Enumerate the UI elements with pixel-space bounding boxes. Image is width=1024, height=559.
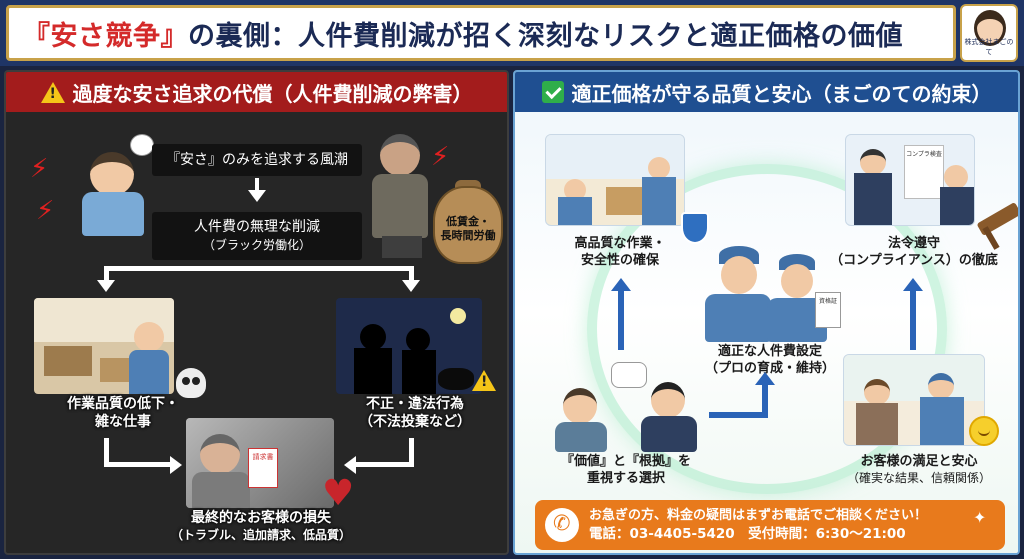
title-accent: 『安さ競争』 — [23, 20, 188, 52]
value-choice-line1: 『価値』と『根拠』を — [560, 454, 691, 469]
illegal-dumping-illustration — [336, 298, 482, 394]
professional-workers-illustration: 資格証 — [695, 242, 845, 342]
cost-cut-box: 人件費の無理な削減 （ブラック労働化） — [152, 212, 362, 260]
consultation-illustration — [555, 362, 705, 452]
invoice-paper: 請求書 — [248, 448, 278, 488]
warning-icon — [40, 81, 65, 103]
customer-loss-label: 最終的なお客様の損失 （トラブル、追加請求、低品質） — [156, 510, 366, 543]
quality-line2: 安全性の確保 — [580, 252, 659, 268]
broken-heart-icon: ♥ — [322, 473, 355, 514]
mascot-icon — [974, 10, 1006, 46]
speech-bubble-icon — [611, 362, 647, 388]
money-bag-line1: 低賃金・ — [446, 215, 490, 228]
money-bag-icon — [433, 186, 503, 264]
arrow-down-icon — [402, 280, 420, 292]
quality-drop-line1: 作業品質の低下・ — [67, 396, 179, 412]
arrow-up-icon — [611, 278, 631, 291]
arrow-line — [762, 384, 768, 418]
smiley-icon — [969, 416, 999, 446]
converge-line-left-h — [104, 462, 170, 467]
branch-line-right — [409, 266, 414, 282]
illegal-act-label: 不正・違法行為 （不法投棄など） — [342, 396, 488, 431]
title-box: 『安さ競争』の裏側：人件費削減が招く深刻なリスクと適正価格の価値 — [6, 5, 956, 61]
tired-worker-illustration — [368, 130, 438, 260]
arrow-up-icon — [755, 372, 775, 385]
header: 『安さ競争』の裏側：人件費削減が招く深刻なリスクと適正価格の価値 株式会社まごの… — [0, 0, 1024, 66]
customer-loss-line1: 最終的なお客様の損失 — [191, 510, 331, 526]
warning-icon — [472, 370, 496, 391]
compliance-line1: 法令遵守 — [887, 236, 940, 251]
right-banner-text: 適正価格が守る品質と安心（まごのての約束） — [571, 81, 992, 106]
cost-cut-line1: 人件費の無理な削減 — [194, 219, 320, 235]
messy-room-illustration — [34, 298, 174, 394]
arrow-up-icon — [903, 278, 923, 291]
customer-satisfaction-illustration — [843, 354, 985, 446]
logo-text: 株式会社まごのて — [964, 38, 1014, 56]
arrow-up-line — [618, 290, 624, 350]
lightning-icon: ⚡ — [431, 142, 450, 172]
contact-phone-line[interactable]: 電話：03-4405-5420 受付時間：6:30〜21:00 — [589, 525, 906, 542]
arrow-line — [709, 412, 765, 418]
contact-bar[interactable]: お急ぎの方、料金の疑問はまずお電話でご相談ください！ 電話：03-4405-54… — [535, 500, 1005, 550]
converge-line-left — [104, 438, 109, 464]
phone-icon[interactable] — [545, 508, 579, 542]
skull-icon — [176, 368, 206, 398]
left-banner-text: 過度な安さ追求の代償（人件費削減の弊害） — [72, 81, 473, 106]
quality-drop-label: 作業品質の低下・ 雑な仕事 — [48, 396, 198, 431]
cost-cut-line2: （ブラック労働化） — [202, 237, 311, 252]
labor-cost-line2: （プロの育成・維持） — [704, 360, 835, 376]
certificate-doc: 資格証 — [815, 292, 841, 328]
quality-label: 高品質な作業・ 安全性の確保 — [545, 236, 695, 270]
arrow-right-icon — [170, 456, 182, 474]
satisfaction-label: お客様の満足と安心 （確実な結果、信頼関係） — [829, 454, 1009, 486]
money-bag-line2: 長時間労働 — [440, 228, 496, 242]
lightning-icon: ⚡ — [30, 154, 49, 184]
branch-line — [104, 266, 414, 271]
flow-connector — [255, 178, 259, 192]
compliance-illustration: コンプラ検査 — [845, 134, 975, 226]
value-choice-label: 『価値』と『根拠』を 重視する選択 — [541, 454, 711, 488]
lightning-icon: ⚡ — [36, 196, 55, 226]
quality-line1: 高品質な作業・ — [574, 236, 666, 251]
customer-loss-line2: （トラブル、追加請求、低品質） — [170, 527, 351, 542]
quality-drop-line2: 雑な仕事 — [95, 413, 151, 430]
converge-line-right — [409, 438, 414, 464]
labor-cost-label: 適正な人件費設定 （プロの育成・維持） — [685, 344, 855, 378]
sparkle-icon: ✦ — [973, 508, 987, 527]
checkmark-icon — [541, 81, 564, 103]
quality-work-illustration — [545, 134, 685, 226]
shield-icon — [681, 212, 709, 244]
arrow-left-icon — [344, 456, 356, 474]
illegal-act-line2: （不法投棄など） — [359, 413, 471, 430]
company-logo: 株式会社まごのて — [960, 4, 1018, 62]
compliance-label: 法令遵守 （コンプライアンス）の徹底 — [825, 236, 1003, 270]
arrow-up-line — [910, 290, 916, 350]
right-panel: 適正価格が守る品質と安心（まごのての約束） 高品質な作業・ 安全性の確保 コンプ… — [513, 70, 1020, 555]
title-rest: の裏側：人件費削減が招く深刻なリスクと適正価格の価値 — [188, 20, 903, 52]
compliance-doc: コンプラ検査 — [904, 145, 944, 199]
converge-line-right-h — [356, 462, 414, 467]
page-title: 『安さ競争』の裏側：人件費削減が招く深刻なリスクと適正価格の価値 — [23, 14, 903, 53]
left-panel: 過度な安さ追求の代償（人件費削減の弊害） ⚡ ⚡ ⚡ 低賃金・ 長時間労働 『安… — [4, 70, 509, 555]
trend-box: 『安さ』のみを追求する風潮 — [152, 144, 362, 176]
arrow-down-icon — [97, 280, 115, 292]
money-bag-label: 低賃金・ 長時間労働 — [433, 215, 503, 243]
contact-text: お急ぎの方、料金の疑問はまずお電話でご相談ください！ 電話：03-4405-54… — [589, 507, 927, 543]
satisfaction-line2: （確実な結果、信頼関係） — [846, 470, 991, 485]
value-choice-line2: 重視する選択 — [586, 470, 665, 486]
stress-bubble-icon — [130, 134, 154, 156]
left-banner: 過度な安さ追求の代償（人件費削減の弊害） — [6, 72, 507, 112]
satisfaction-line1: お客様の満足と安心 — [860, 454, 978, 469]
labor-cost-line1: 適正な人件費設定 — [717, 344, 822, 359]
contact-line1: お急ぎの方、料金の疑問はまずお電話でご相談ください！ — [589, 508, 928, 524]
compliance-line2: （コンプライアンス）の徹底 — [830, 252, 998, 268]
right-banner: 適正価格が守る品質と安心（まごのての約束） — [515, 72, 1018, 112]
arrow-down-icon — [248, 190, 266, 202]
customer-loss-illustration: 請求書 — [186, 418, 334, 508]
branch-line-left — [104, 266, 109, 282]
stressed-customer-illustration — [76, 134, 156, 236]
cycle-ring — [587, 164, 947, 494]
illegal-act-line1: 不正・違法行為 — [366, 396, 464, 412]
